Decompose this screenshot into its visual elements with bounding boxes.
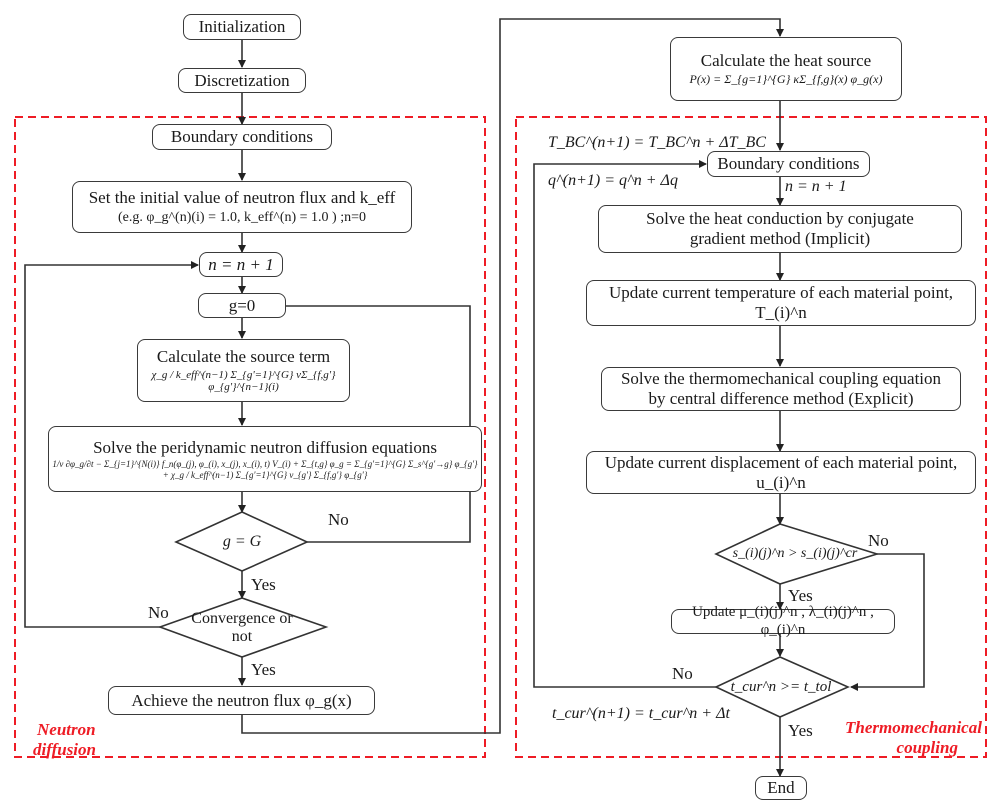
region-title-line: Neutron: [37, 720, 96, 739]
initial-value-example: (e.g. φ_g^(n)(i) = 1.0, k_eff^(n) = 1.0 …: [118, 209, 366, 225]
loop-convergence-no: [24, 261, 199, 628]
path-stretch-no: [850, 553, 925, 691]
discretization-box: Discretization: [178, 68, 306, 93]
region-title-line: Thermomechanical: [845, 718, 982, 737]
heat-conduction-box: Solve the heat conduction by conjugate g…: [598, 205, 962, 253]
label-yes-time: Yes: [788, 721, 813, 740]
source-term-equation: χ_g / k_eff^(n−1) Σ_{g'=1}^{G} νΣ_{f,g'}…: [151, 368, 336, 394]
solve-diffusion-box: Solve the peridynamic neutron diffusion …: [48, 426, 482, 492]
solve-diffusion-equation: 1/v ∂φ_g/∂t − Σ_{j=1}^{N(i)} f_n(φ_(j), …: [52, 459, 478, 480]
decision-stretch: [714, 523, 880, 585]
neutron-diffusion-title: Neutron diffusion: [33, 720, 96, 759]
update-params-box: Update μ_(i)(j)^n , λ_(i)(j)^n , φ_(i)^n: [671, 604, 895, 638]
decision-time: [714, 656, 850, 718]
heat-source-equation: P(x) = Σ_{g=1}^{G} κΣ_{f,g}(x) φ_g(x): [689, 71, 883, 86]
decision-time-label: t_cur^n >= t_tol: [730, 678, 832, 695]
loop-g-no: [267, 302, 471, 543]
update-temperature-box: Update current temperature of each mater…: [586, 280, 976, 326]
thermomech-box: Solve the thermomechanical coupling equa…: [601, 367, 961, 411]
q-update-equation: q^(n+1) = q^n + Δq: [548, 172, 678, 189]
decision-g-equals-G: [174, 511, 309, 572]
loop-time-no: [533, 160, 716, 688]
update-displacement-box: Update current displacement of each mate…: [586, 451, 976, 494]
boundary-conditions-box: Boundary conditions: [152, 124, 332, 150]
initialization-box: Initialization: [183, 14, 301, 40]
end-box: End: [755, 776, 807, 800]
heat-source-text: Calculate the heat source: [700, 51, 872, 71]
n-increment-text: n = n + 1: [208, 254, 274, 274]
neutron-diffusion-region: [14, 116, 486, 758]
initial-value-box: Set the initial value of neutron flux an…: [72, 181, 412, 233]
heat-source-box: Calculate the heat source P(x) = Σ_{g=1}…: [670, 37, 902, 101]
decision-convergence-label: Convergence or not: [191, 610, 293, 645]
boundary-conditions-box-right: Boundary conditions: [707, 151, 870, 177]
n-increment-right: n = n + 1: [785, 178, 847, 195]
label-no-g: No: [328, 510, 349, 529]
source-term-text: Calculate the source term: [156, 347, 331, 367]
n-increment-box: n = n + 1: [199, 252, 283, 277]
initial-value-text: Set the initial value of neutron flux an…: [88, 188, 396, 208]
label-no-time: No: [672, 664, 693, 683]
bc-update-equation: T_BC^(n+1) = T_BC^n + ΔT_BC: [548, 134, 766, 151]
achieve-flux-box: Achieve the neutron flux φ_g(x): [108, 686, 375, 715]
label-yes-convergence: Yes: [251, 660, 276, 679]
source-term-box: Calculate the source term χ_g / k_eff^(n…: [137, 339, 350, 402]
thermomechanical-title: Thermomechanical coupling: [845, 718, 982, 757]
decision-g-label: g = G: [222, 533, 262, 551]
link-flux-to-heat: [241, 18, 784, 734]
time-update-equation: t_cur^(n+1) = t_cur^n + Δt: [552, 705, 730, 722]
label-yes-stretch: Yes: [788, 586, 813, 605]
g-zero-box: g=0: [198, 293, 286, 318]
label-yes-g: Yes: [251, 575, 276, 594]
solve-diffusion-text: Solve the peridynamic neutron diffusion …: [93, 437, 437, 457]
region-title-line: coupling: [896, 737, 958, 757]
label-no-convergence: No: [148, 603, 169, 622]
decision-stretch-label: s_(i)(j)^n > s_(i)(j)^cr: [732, 546, 858, 562]
label-no-stretch: No: [868, 531, 889, 550]
region-title-line: diffusion: [33, 739, 96, 759]
thermomechanical-region: [515, 116, 987, 758]
decision-convergence: [157, 597, 329, 658]
